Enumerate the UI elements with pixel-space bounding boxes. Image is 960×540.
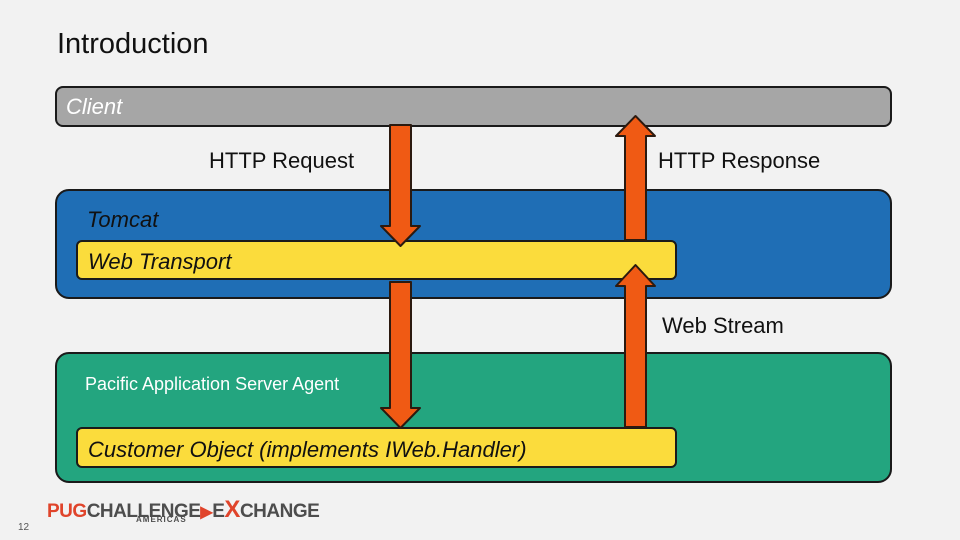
response-arrow-lower: [615, 264, 656, 428]
logo-x: X: [224, 496, 240, 523]
logo-challenge: CHALLENGE: [86, 501, 201, 522]
logo-pug: PUG: [47, 501, 87, 522]
web-transport-box: Web Transport: [76, 240, 677, 280]
request-arrow-upper: [380, 124, 421, 247]
client-label: Client: [66, 94, 123, 119]
response-arrow-upper: [615, 115, 656, 241]
logo-arrow-icon: ▶: [200, 504, 213, 521]
request-arrow-lower: [380, 281, 421, 429]
page-number: 12: [18, 522, 30, 533]
http-request-label: HTTP Request: [209, 148, 355, 173]
pug-challenge-exchange-logo: PUGCHALLENGE▶EXCHANGE: [47, 496, 320, 524]
pasoe-agent-label: Pacific Application Server Agent: [85, 374, 340, 394]
client-bar: Client: [55, 86, 892, 127]
http-response-label: HTTP Response: [658, 148, 821, 173]
logo-change: CHANGE: [239, 501, 320, 522]
customer-object-box: Customer Object (implements IWeb.Handler…: [76, 427, 677, 468]
tomcat-label: Tomcat: [87, 207, 159, 232]
web-stream-label: Web Stream: [662, 313, 784, 338]
logo-e: E: [212, 501, 225, 522]
logo-americas: AMERICAS: [136, 515, 187, 524]
customer-object-label: Customer Object (implements IWeb.Handler…: [88, 437, 527, 462]
web-transport-label: Web Transport: [88, 249, 232, 274]
slide-title: Introduction: [57, 28, 209, 60]
